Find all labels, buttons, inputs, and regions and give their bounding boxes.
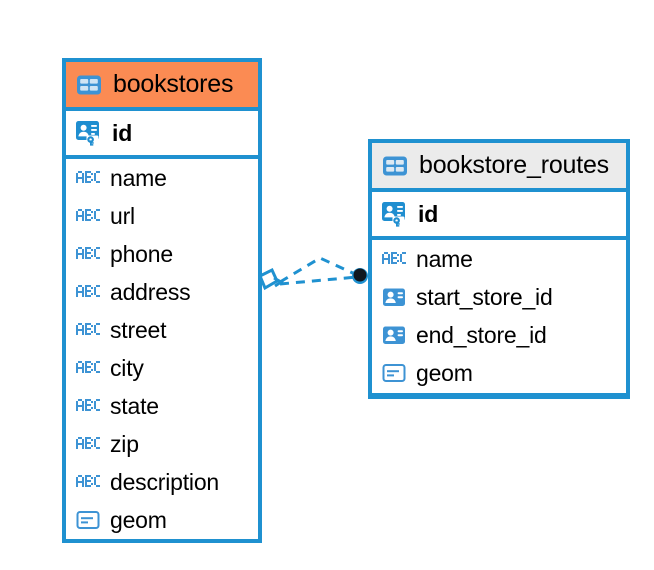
abc-text-icon [76,323,100,335]
abc-text-icon [76,475,100,487]
field-row-id[interactable]: id [66,111,258,159]
primary-key-icon [382,202,405,228]
relationship-line-lower [279,275,358,286]
field-row-url[interactable]: url [66,197,258,235]
entity-title-bookstores: bookstores [113,70,234,98]
abc-text-icon [76,171,100,183]
foreign-key-icon [383,326,405,344]
entity-bookstores[interactable]: bookstores id [62,58,262,543]
abc-text-icon [76,285,100,297]
field-row-state[interactable]: state [66,387,258,425]
entity-bookstore-routes[interactable]: bookstore_routes id [368,139,630,399]
field-row-name[interactable]: name [66,159,258,197]
abc-text-icon [76,209,100,221]
field-name-geom: geom [110,506,167,533]
abc-text-icon [76,361,100,373]
field-row-street[interactable]: street [66,311,258,349]
field-row-geom[interactable]: geom [66,501,258,539]
abc-text-icon [76,437,100,449]
field-name-zip: zip [110,430,139,457]
field-name-id: id [112,119,133,146]
field-name-id: id [418,200,439,227]
filled-circle-many-marker[interactable] [352,268,368,284]
field-name-address: address [110,278,191,305]
field-row-address[interactable]: address [66,273,258,311]
field-name-phone: phone [110,240,173,267]
foreign-key-icon [383,288,405,306]
abc-text-icon [382,252,406,264]
field-name-name: name [416,245,473,272]
field-name-start-store-id: start_store_id [416,283,553,310]
field-row-name[interactable]: name [372,240,626,278]
geometry-icon [76,511,100,529]
field-name-geom: geom [416,359,473,386]
field-row-end-store-id[interactable]: end_store_id [372,316,626,354]
entity-title-bookstore-routes: bookstore_routes [419,151,609,179]
abc-text-icon [76,399,100,411]
entity-header-bookstores[interactable]: bookstores [66,62,258,111]
field-row-geom[interactable]: geom [372,354,626,392]
table-icon [77,75,101,94]
field-row-id[interactable]: id [372,192,626,240]
field-name-city: city [110,354,144,381]
primary-key-icon [76,121,99,147]
field-row-city[interactable]: city [66,349,258,387]
field-name-url: url [110,202,135,229]
diamond-one-marker[interactable] [258,267,284,291]
field-row-zip[interactable]: zip [66,425,258,463]
field-row-description[interactable]: description [66,463,258,501]
field-name-name: name [110,164,167,191]
field-name-state: state [110,392,159,419]
field-name-street: street [110,316,167,343]
field-row-phone[interactable]: phone [66,235,258,273]
table-icon [383,156,407,175]
abc-text-icon [76,247,100,259]
field-row-start-store-id[interactable]: start_store_id [372,278,626,316]
field-name-description: description [110,468,220,495]
field-name-end-store-id: end_store_id [416,321,547,348]
entity-header-bookstore-routes[interactable]: bookstore_routes [372,143,626,192]
bookstores-to-bookstore-routes-relationship[interactable] [250,240,390,320]
geometry-icon [382,364,406,382]
